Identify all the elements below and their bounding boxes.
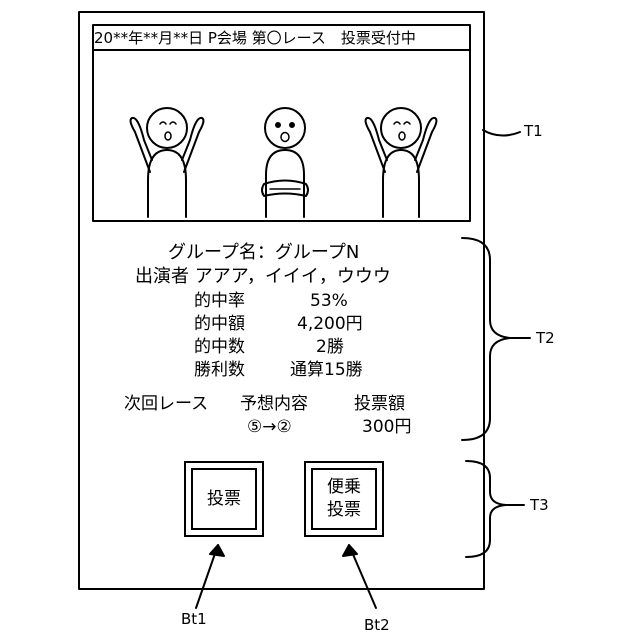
ref-label-bt2: Bt2 (364, 618, 390, 633)
t3-bracket (466, 461, 506, 557)
prediction-value: ⑤→② (247, 419, 292, 436)
ride-vote-label-line2: 投票 (327, 499, 361, 522)
video-area-t1 (93, 25, 470, 221)
stat-value-wins: 通算15勝 (290, 362, 363, 379)
ref-label-t1: T1 (524, 124, 543, 139)
stat-label-hit-count: 的中数 (194, 339, 245, 356)
vote-amount-header: 投票額 (354, 396, 405, 413)
t1-leader-line (483, 130, 520, 136)
ride-vote-button[interactable]: 便乗 投票 (304, 461, 384, 537)
ref-label-bt1: Bt1 (181, 612, 207, 627)
next-race-label: 次回レース (124, 396, 208, 413)
stat-value-hit-amount: 4,200円 (297, 316, 363, 333)
prediction-header: 予想内容 (240, 396, 308, 413)
bt1-arrowhead (210, 545, 224, 556)
ride-vote-button-label: 便乗 投票 (311, 468, 377, 530)
race-status-title: 20**年**月**日 P会場 第〇レース 投票受付中 (94, 31, 416, 46)
vote-amount-value: 300円 (362, 419, 411, 436)
stat-value-hit-rate: 53% (310, 293, 348, 310)
performer-right-illustration (366, 108, 437, 217)
performer-left-illustration (131, 108, 204, 217)
t2-bracket (462, 238, 510, 440)
stat-label-hit-rate: 的中率 (194, 293, 245, 310)
stat-label-wins: 勝利数 (194, 362, 245, 379)
ride-vote-label-line1: 便乗 (327, 476, 361, 499)
performers: 出演者 アアア，イイイ，ウウウ (135, 268, 391, 286)
performer-center-illustration (262, 108, 308, 217)
group-name: グループ名：グループN (168, 244, 359, 262)
ref-label-t3: T3 (530, 498, 549, 513)
vote-button[interactable]: 投票 (184, 461, 264, 537)
stat-label-hit-amount: 的中額 (194, 316, 245, 333)
bt2-arrowhead (343, 545, 357, 556)
device-frame (79, 12, 484, 589)
ref-label-t2: T2 (536, 331, 555, 346)
vote-button-label: 投票 (191, 468, 257, 530)
stat-value-hit-count: 2勝 (316, 339, 344, 356)
